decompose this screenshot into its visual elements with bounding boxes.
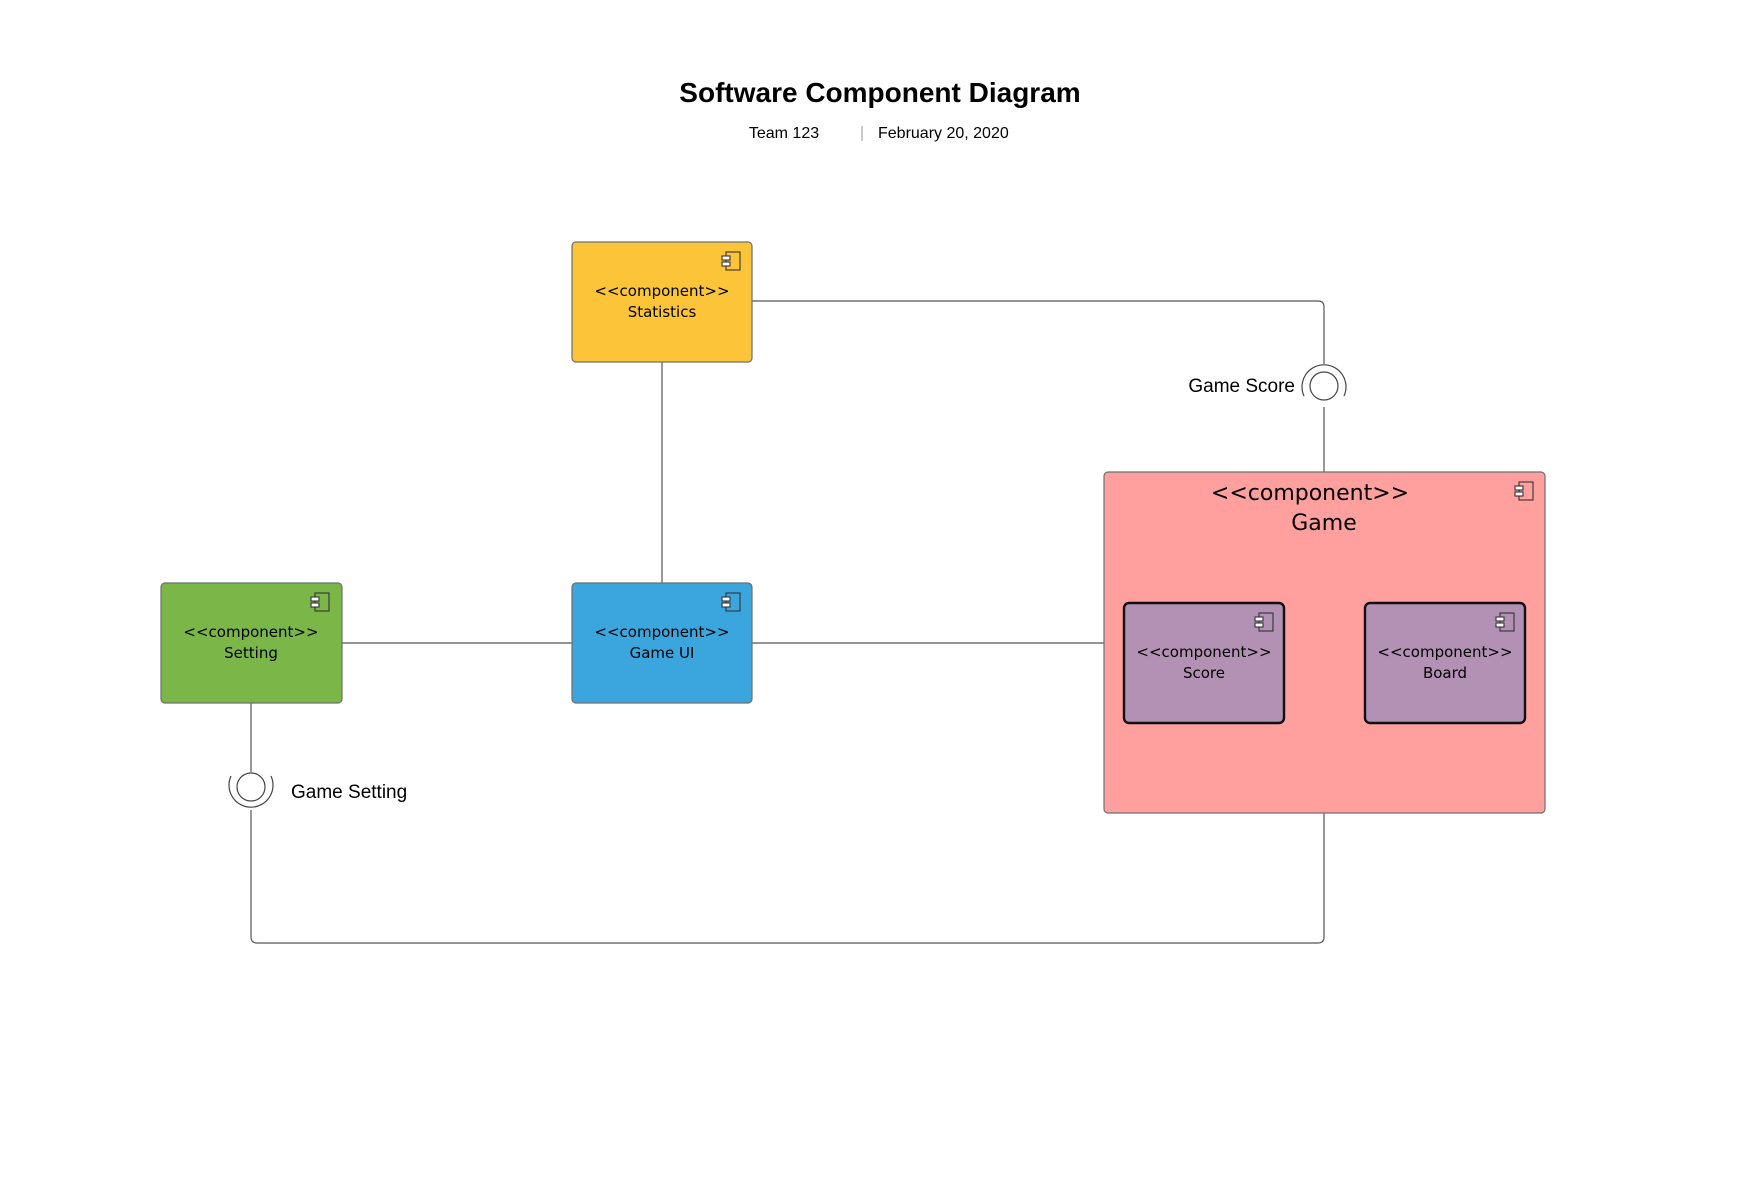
component-statistics[interactable]: <<component>> Statistics xyxy=(571,241,753,363)
setting-box xyxy=(160,582,343,704)
game-stereotype: <<component>> xyxy=(1211,481,1409,506)
setting-name: Setting xyxy=(224,644,278,662)
setting-stereotype: <<component>> xyxy=(183,623,318,641)
score-box xyxy=(1122,601,1286,725)
score-name: Score xyxy=(1183,664,1225,682)
date-label: February 20, 2020 xyxy=(878,125,1009,142)
component-game[interactable]: <<component>> Game <<component>> Score <… xyxy=(1103,471,1546,814)
game-setting-label: Game Setting xyxy=(291,782,407,803)
component-score[interactable]: <<component>> Score xyxy=(1122,601,1286,725)
board-box xyxy=(1363,601,1527,725)
statistics-name: Statistics xyxy=(628,303,697,321)
game-ui-stereotype: <<component>> xyxy=(594,623,729,641)
connector-game-setting-game xyxy=(250,810,1325,944)
board-stereotype: <<component>> xyxy=(1377,643,1512,661)
board-name: Board xyxy=(1423,664,1467,682)
game-name: Game xyxy=(1291,511,1357,536)
component-game-ui[interactable]: <<component>> Game UI xyxy=(571,582,753,704)
page-title: Software Component Diagram xyxy=(679,77,1080,108)
statistics-stereotype: <<component>> xyxy=(594,282,729,300)
statistics-box xyxy=(571,241,753,363)
score-stereotype: <<component>> xyxy=(1136,643,1271,661)
game-box xyxy=(1103,471,1546,814)
game-setting-interface xyxy=(228,772,274,808)
game-score-interface xyxy=(1301,364,1347,401)
team-label: Team 123 xyxy=(749,125,819,142)
connector-statistics-game-score xyxy=(752,300,1325,364)
game-ui-name: Game UI xyxy=(630,644,695,662)
game-ui-box xyxy=(571,582,753,704)
component-setting[interactable]: <<component>> Setting xyxy=(160,582,343,704)
connectors xyxy=(250,300,1325,944)
game-score-label: Game Score xyxy=(1188,376,1295,397)
component-board[interactable]: <<component>> Board xyxy=(1363,601,1527,725)
